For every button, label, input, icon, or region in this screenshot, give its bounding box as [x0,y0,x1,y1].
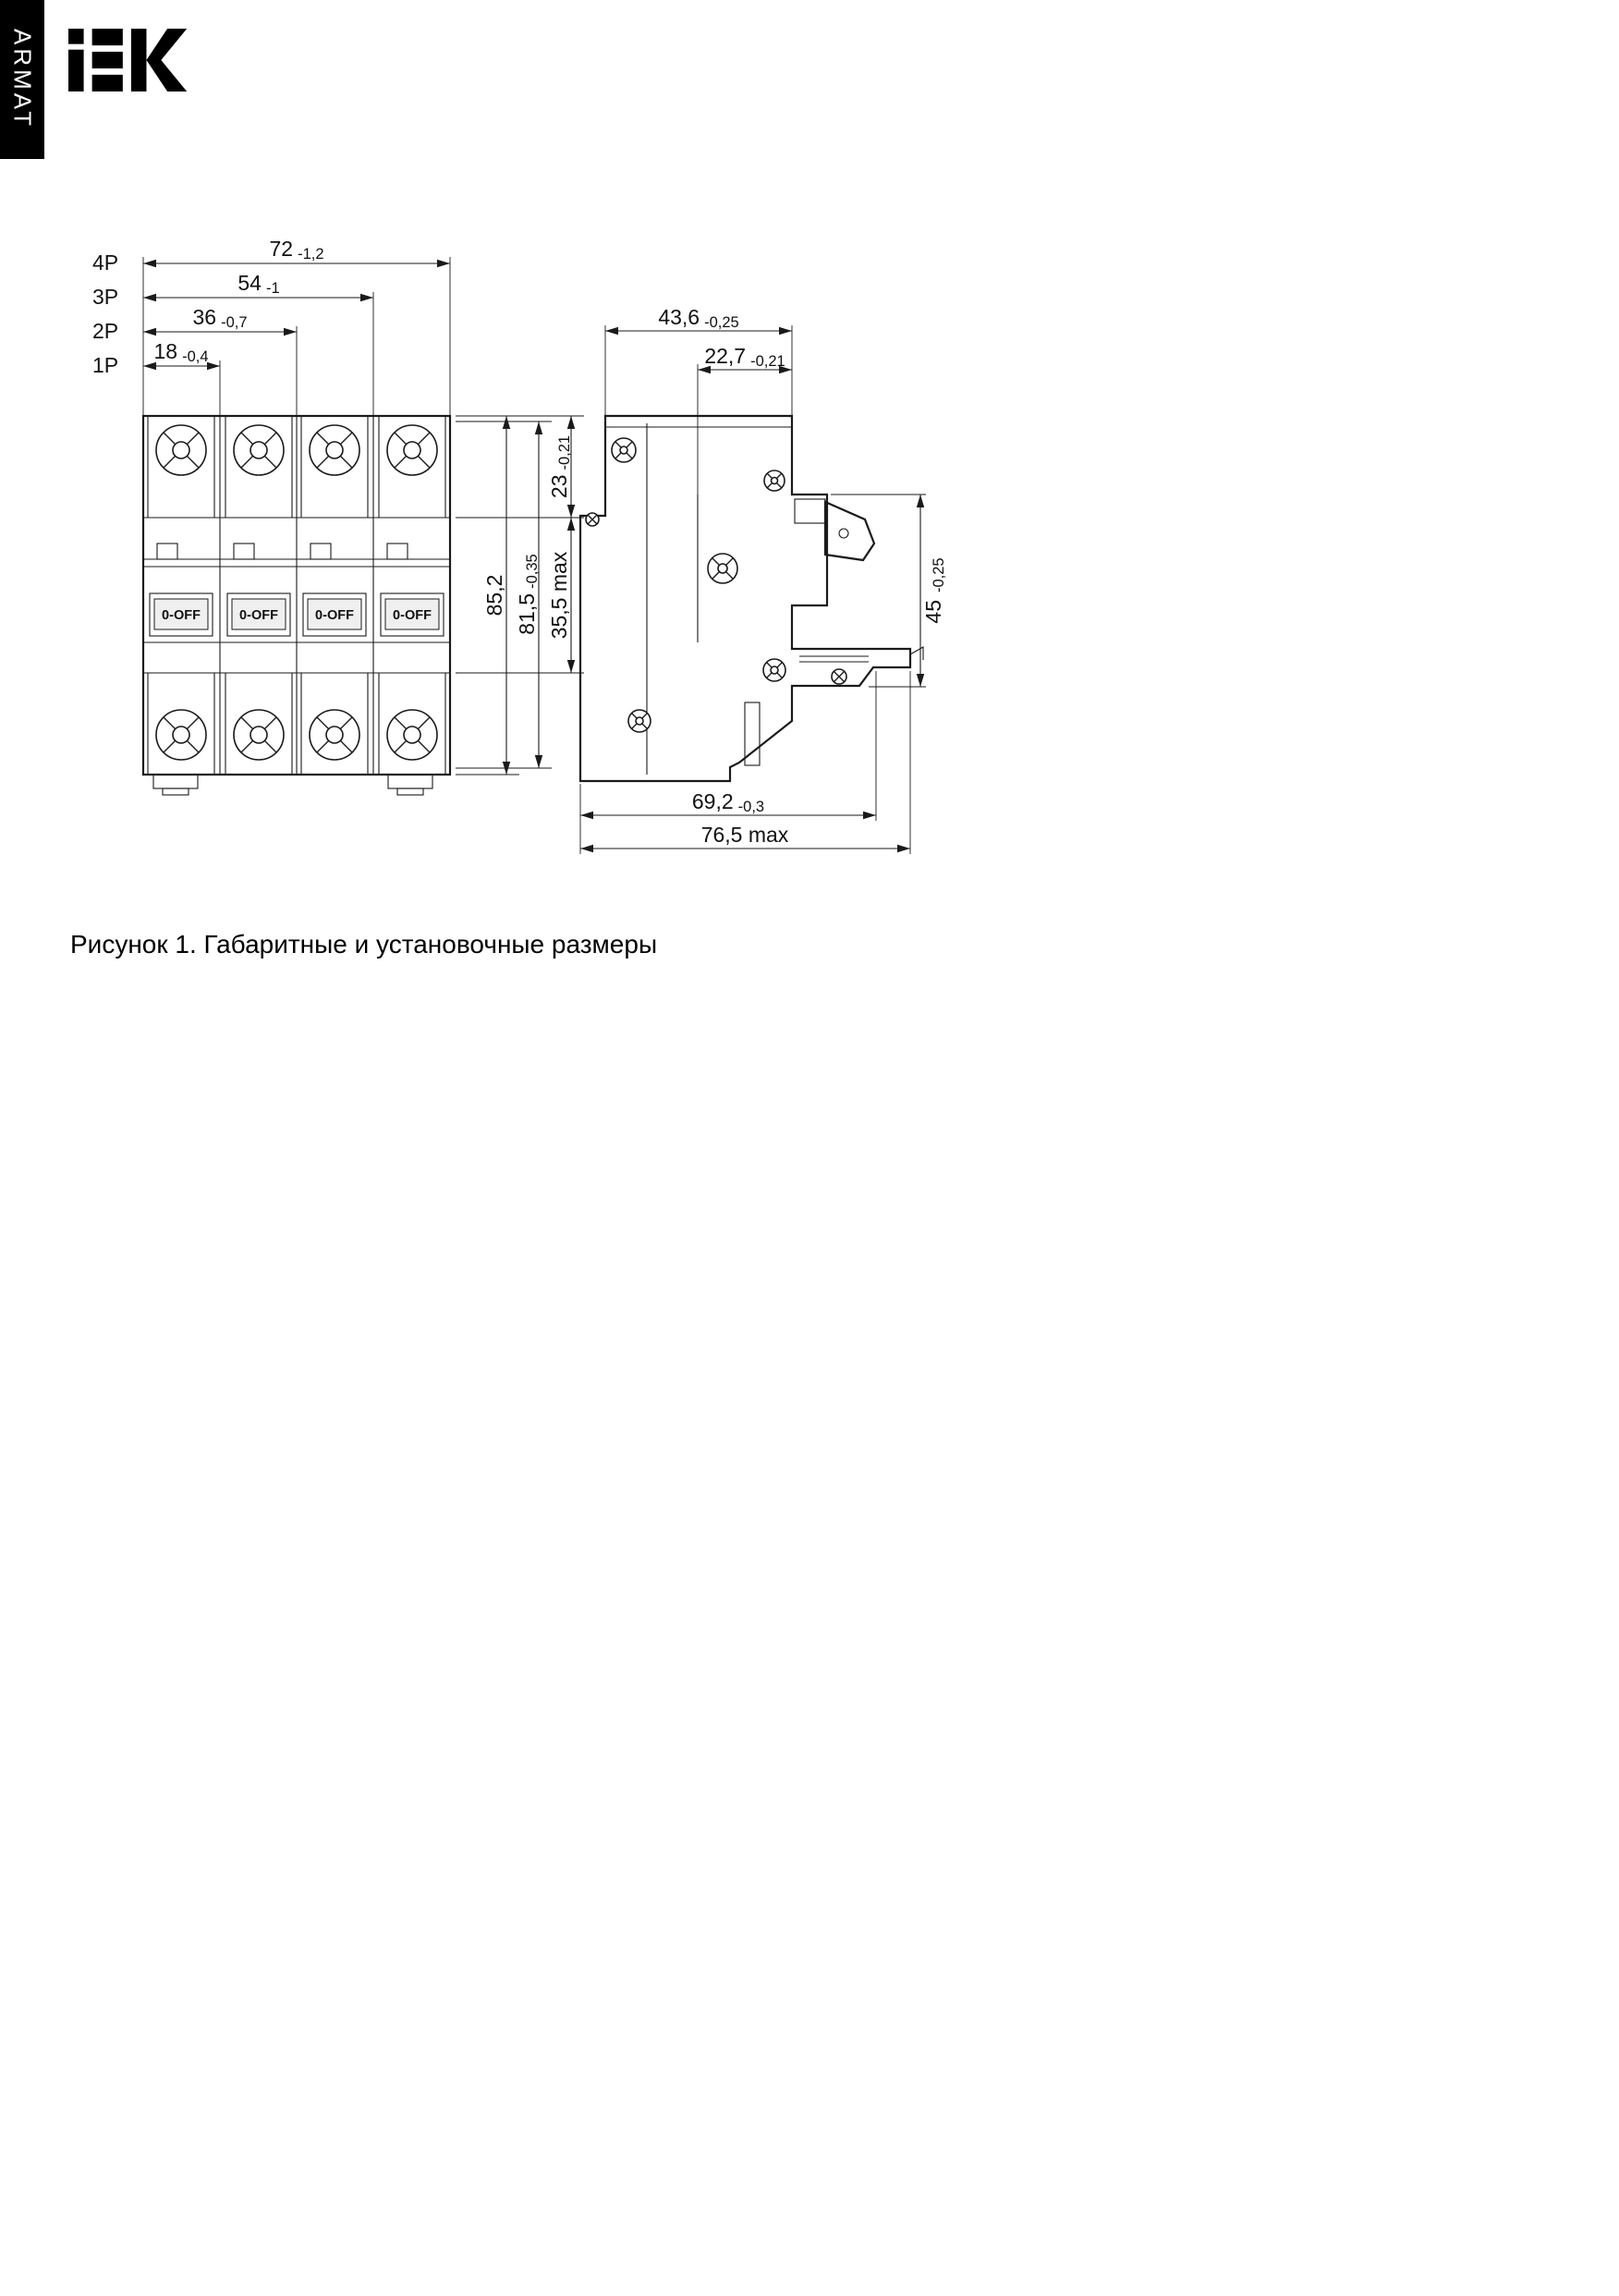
toggle-label: 0-OFF [162,608,201,623]
dim-width-1p: 18-0,4 [153,339,208,365]
screw-icon [585,512,600,527]
pole-label-4p: 4P [92,250,118,275]
pole-label-2p: 2P [92,319,118,343]
dim-mount-width: 69,2-0,3 [692,789,764,815]
din-clip-hook [909,646,924,660]
dim-width-2p: 36-0,7 [192,305,247,331]
toggle-label: 0-OFF [315,608,354,623]
pole-label-3p: 3P [92,285,118,309]
toggle-switch: 0-OFF [380,592,444,637]
screw-icon [627,709,651,733]
screw-icon [763,470,785,492]
iek-logo-icon [68,29,188,92]
dim-panel-height: 45-0,25 [921,557,947,623]
series-label: ARMAT [8,29,37,130]
dim-width-4p: 72-1,2 [269,237,323,263]
side-view-drawing [578,414,924,783]
screw-icon [611,437,637,463]
toggle-lever [823,500,876,562]
front-view-drawing: 0-OFF 0-OFF 0-OFF 0-OFF [141,414,452,796]
screw-icon [233,709,285,761]
screw-icon [386,424,438,476]
dim-width-3p: 54-1 [237,271,279,297]
screw-icon [707,553,738,584]
toggle-label: 0-OFF [239,608,278,623]
screw-icon [155,709,207,761]
dim-depth-total: 43,6-0,25 [658,305,738,331]
dimension-lines: 4P 3P 2P 1P 72-1,2 54-1 36-0,7 18-0,4 85… [92,237,947,854]
toggle-switch: 0-OFF [226,592,291,637]
pole-label-1p: 1P [92,353,118,377]
dim-height-face: 35,5 max [547,551,571,639]
dim-height-body: 81,5-0,35 [515,554,541,634]
dim-width-max: 76,5 max [701,823,789,847]
screw-icon [762,658,786,682]
toggle-switch: 0-OFF [302,592,367,637]
dim-height-top: 23-0,21 [547,435,573,498]
figure-caption: Рисунок 1. Габаритные и установочные раз… [70,930,658,959]
technical-drawing: 0-OFF 0-OFF 0-OFF 0-OFF [92,237,947,854]
screw-icon [309,709,360,761]
dim-depth-front: 22,7-0,21 [704,344,785,370]
screw-icon [155,424,207,476]
series-sidebar: ARMAT [0,0,44,159]
screw-icon [831,668,847,685]
screw-icon [309,424,360,476]
screw-icon [233,424,285,476]
toggle-switch: 0-OFF [149,592,213,637]
toggle-label: 0-OFF [393,608,432,623]
screw-icon [386,709,438,761]
dim-height-total: 85,2 [482,575,506,617]
